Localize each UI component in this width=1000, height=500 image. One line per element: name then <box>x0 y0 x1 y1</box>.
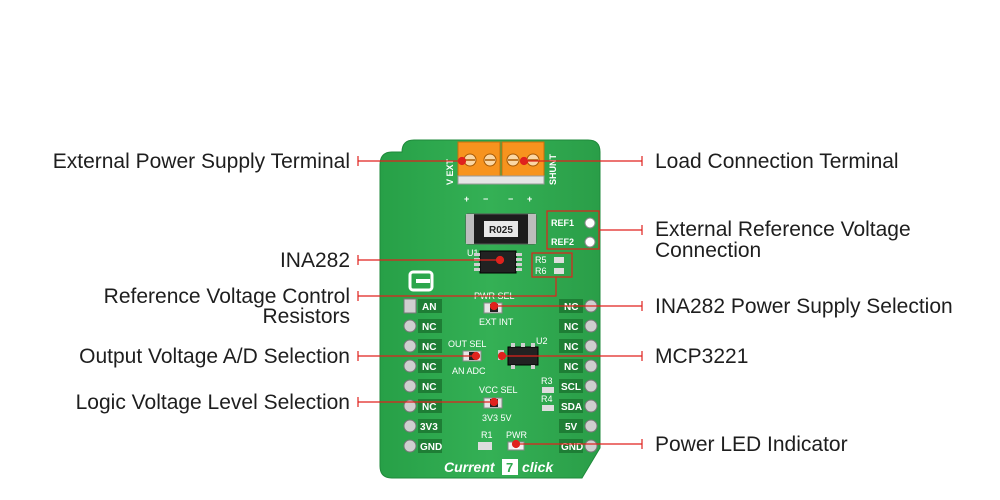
left-pin-label: NC <box>422 342 436 353</box>
silk-plus-right: + <box>527 194 532 204</box>
callout-ext-ref-line2: Connection <box>655 239 762 262</box>
silk-u1: U1 <box>467 248 479 258</box>
right-pin-label: SDA <box>561 402 582 413</box>
silk-out-sel-opts: AN ADC <box>452 366 486 376</box>
silk-pwr-sel-opts: EXT INT <box>479 317 514 327</box>
left-pin-label: NC <box>422 362 436 373</box>
callout-logic-sel: Logic Voltage Level Selection <box>75 391 350 414</box>
silk-r3: R3 <box>541 376 553 386</box>
silk-minus-right: − <box>508 194 513 204</box>
shunt-marking: R025 <box>489 225 513 236</box>
callout-ref-ctrl-line2: Resistors <box>262 305 350 328</box>
right-pin-label: GND <box>561 442 583 453</box>
board-title-current: Current <box>444 459 496 475</box>
silk-ref1: REF1 <box>551 218 574 228</box>
board-title-number: 7 <box>506 460 513 475</box>
silk-vcc-sel: VCC SEL <box>479 385 518 395</box>
silk-out-sel: OUT SEL <box>448 339 486 349</box>
silk-r1: R1 <box>481 430 493 440</box>
silk-r5: R5 <box>535 255 547 265</box>
left-pin-label: 3V3 <box>420 422 438 433</box>
callout-ina282: INA282 <box>279 249 350 272</box>
callout-out-sel: Output Voltage A/D Selection <box>79 345 350 368</box>
silk-r4: R4 <box>541 394 553 404</box>
left-pin-label: NC <box>422 402 436 413</box>
callout-pwr-led: Power LED Indicator <box>655 433 848 456</box>
silk-shunt: SHUNT <box>548 153 558 185</box>
silk-r6: R6 <box>535 266 547 276</box>
right-pin-label: NC <box>564 362 578 373</box>
right-pin-label: NC <box>564 302 578 313</box>
silk-minus-left: − <box>483 194 488 204</box>
silk-vcc-sel-opts: 3V3 5V <box>482 413 512 423</box>
right-pin-label: SCL <box>561 382 581 393</box>
left-pin-label: NC <box>422 322 436 333</box>
left-pin-label: AN <box>422 302 436 313</box>
left-pin-label: NC <box>422 382 436 393</box>
right-pin-label: 5V <box>565 422 578 433</box>
callout-ref-ctrl-line1: Reference Voltage Control <box>103 285 350 308</box>
mikroe-logo-icon <box>408 270 434 292</box>
callout-lines-left <box>357 156 557 407</box>
board-title-click: click <box>522 459 554 475</box>
callout-mcp3221: MCP3221 <box>655 345 749 368</box>
left-pin-header: AN NC NC NC NC NC 3V <box>403 298 442 453</box>
silk-plus-left: + <box>464 194 469 204</box>
callout-lines-right <box>489 156 643 449</box>
right-pin-label: NC <box>564 342 578 353</box>
callout-ext-power: External Power Supply Terminal <box>52 150 350 173</box>
callout-ext-ref-line1: External Reference Voltage <box>655 218 911 241</box>
silk-u2: U2 <box>536 336 548 346</box>
silk-pwr: PWR <box>506 430 527 440</box>
silk-vext: V EXT <box>445 158 455 185</box>
silk-ref2: REF2 <box>551 237 574 247</box>
right-pin-label: NC <box>564 322 578 333</box>
callout-pwr-sel: INA282 Power Supply Selection <box>655 295 953 318</box>
left-pin-label: GND <box>420 442 442 453</box>
callout-load: Load Connection Terminal <box>655 150 899 173</box>
